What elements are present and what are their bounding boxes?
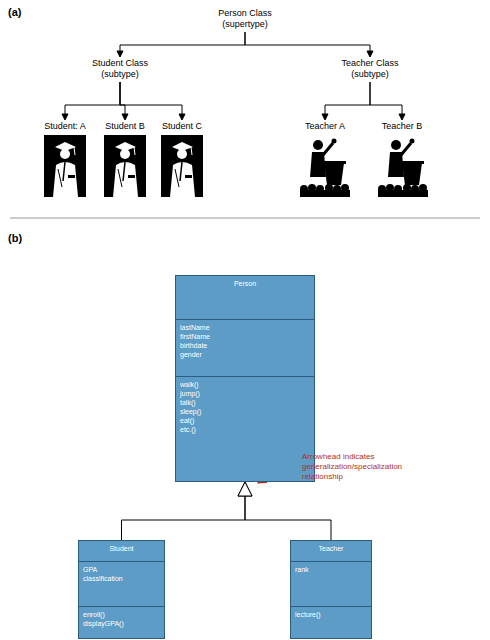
class-name: Student B (90, 121, 160, 132)
arrowhead (122, 114, 128, 120)
hierarchy-connector (117, 32, 245, 57)
arrowhead (179, 114, 185, 120)
class-name: Teacher Class (320, 58, 420, 69)
instance-label: Student: A (28, 121, 102, 132)
arrowhead (399, 114, 405, 120)
attribute-list: rank (295, 565, 309, 574)
connector-line (120, 82, 125, 114)
instance-label: Student C (147, 121, 217, 132)
class-box: StudentGPA classification enroll() displa… (78, 540, 165, 639)
hierarchy-connector (370, 82, 405, 120)
connector-line (122, 496, 246, 540)
arrowhead (117, 51, 123, 57)
hierarchy-connector (322, 82, 370, 120)
instance-label: Teacher B (367, 121, 437, 132)
connector-line (370, 82, 402, 114)
subtype-label: Teacher Class(subtype) (320, 58, 420, 80)
arrowhead (238, 482, 252, 496)
class-name-section: Person (176, 276, 314, 319)
class-name: Person (180, 279, 310, 288)
attribute-section: lastName firstName birthdate gender (176, 319, 314, 376)
hierarchy-connector (62, 82, 120, 120)
arrowhead (322, 114, 328, 120)
connector-line (120, 32, 245, 51)
method-section: walk() jump() talk() sleep() eat() etc.(… (176, 376, 314, 481)
method-list: lecture() (295, 610, 321, 619)
hierarchy-connector (120, 82, 185, 120)
class-name: Teacher A (290, 121, 360, 132)
method-section: lecture() (291, 606, 371, 638)
connector-line (245, 496, 331, 540)
part-label: (b) (8, 232, 48, 244)
instance-label: Teacher A (290, 121, 360, 132)
attribute-section: rank (291, 561, 371, 606)
class-name: Student (83, 544, 160, 553)
class-role: (subtype) (320, 69, 420, 80)
teacher-silhouette (300, 139, 350, 198)
class-role: (subtype) (70, 69, 170, 80)
generalization-connector (122, 482, 253, 540)
class-name-section: Student (79, 541, 164, 561)
arrowhead (238, 482, 252, 496)
supertype-label: Person Class(supertype) (185, 8, 305, 30)
class-name: Teacher B (367, 121, 437, 132)
callout-note: Arrowhead indicates generalization/speci… (302, 452, 437, 482)
part-label: (a) (8, 6, 48, 18)
class-box: Person lastName firstName birthdate gende… (175, 275, 315, 482)
class-box: Teacher rank lecture() (290, 540, 372, 639)
separator-line (10, 218, 480, 219)
class-name: Teacher (295, 544, 367, 553)
connector-line (325, 82, 370, 114)
class-name-section: Teacher (291, 541, 371, 561)
attribute-list: GPA classification (83, 565, 123, 583)
generalization-connector (238, 482, 331, 540)
student-silhouette (44, 135, 86, 197)
class-name: Person Class (185, 8, 305, 19)
arrowhead (367, 51, 373, 57)
attribute-section: GPA classification (79, 561, 164, 606)
connector-line (245, 32, 370, 51)
method-section: enroll() displayGPA() (79, 606, 164, 638)
student-silhouette (104, 135, 146, 197)
student-silhouette (161, 135, 203, 197)
teacher-silhouette (378, 139, 428, 198)
class-role: (supertype) (185, 19, 305, 30)
connector-line (120, 82, 182, 114)
hierarchy-connector (120, 82, 128, 120)
instance-label: Student B (90, 121, 160, 132)
class-name: Student Class (70, 58, 170, 69)
arrowhead (62, 114, 68, 120)
attribute-list: lastName firstName birthdate gender (180, 323, 210, 359)
class-name: Student: A (28, 121, 102, 132)
class-name: Student C (147, 121, 217, 132)
connector-line (65, 82, 120, 114)
method-list: walk() jump() talk() sleep() eat() etc.(… (180, 380, 201, 434)
subtype-label: Student Class(subtype) (70, 58, 170, 80)
hierarchy-connector (245, 32, 373, 57)
method-list: enroll() displayGPA() (83, 610, 124, 628)
